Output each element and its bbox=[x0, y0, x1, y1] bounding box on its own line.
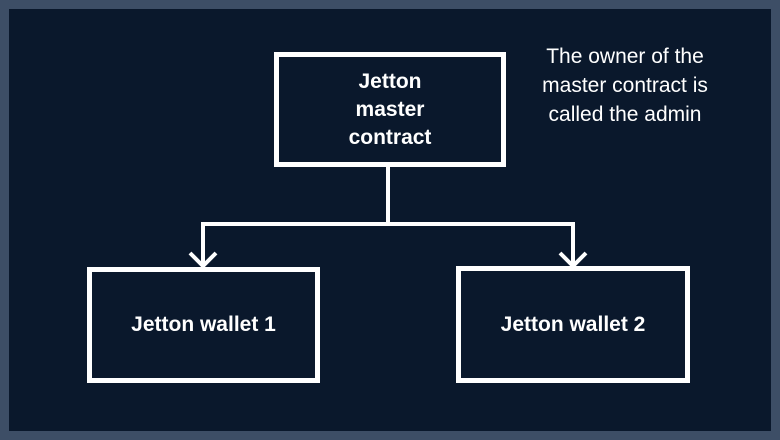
arrowhead-left bbox=[188, 251, 218, 269]
jetton-wallet-label-1: Jetton wallet 1 bbox=[131, 313, 276, 336]
jetton-wallet-label-2: Jetton wallet 2 bbox=[500, 312, 646, 336]
master-contract-node: Jetton master contract bbox=[274, 52, 506, 167]
admin-note: The owner of the master contract is call… bbox=[542, 45, 708, 126]
master-contract-label: Jetton master contract bbox=[348, 69, 432, 149]
jetton-wallet-node-1: Jetton wallet 1 bbox=[87, 267, 320, 383]
jetton-wallet-node-2: Jetton wallet 2 bbox=[456, 266, 690, 383]
